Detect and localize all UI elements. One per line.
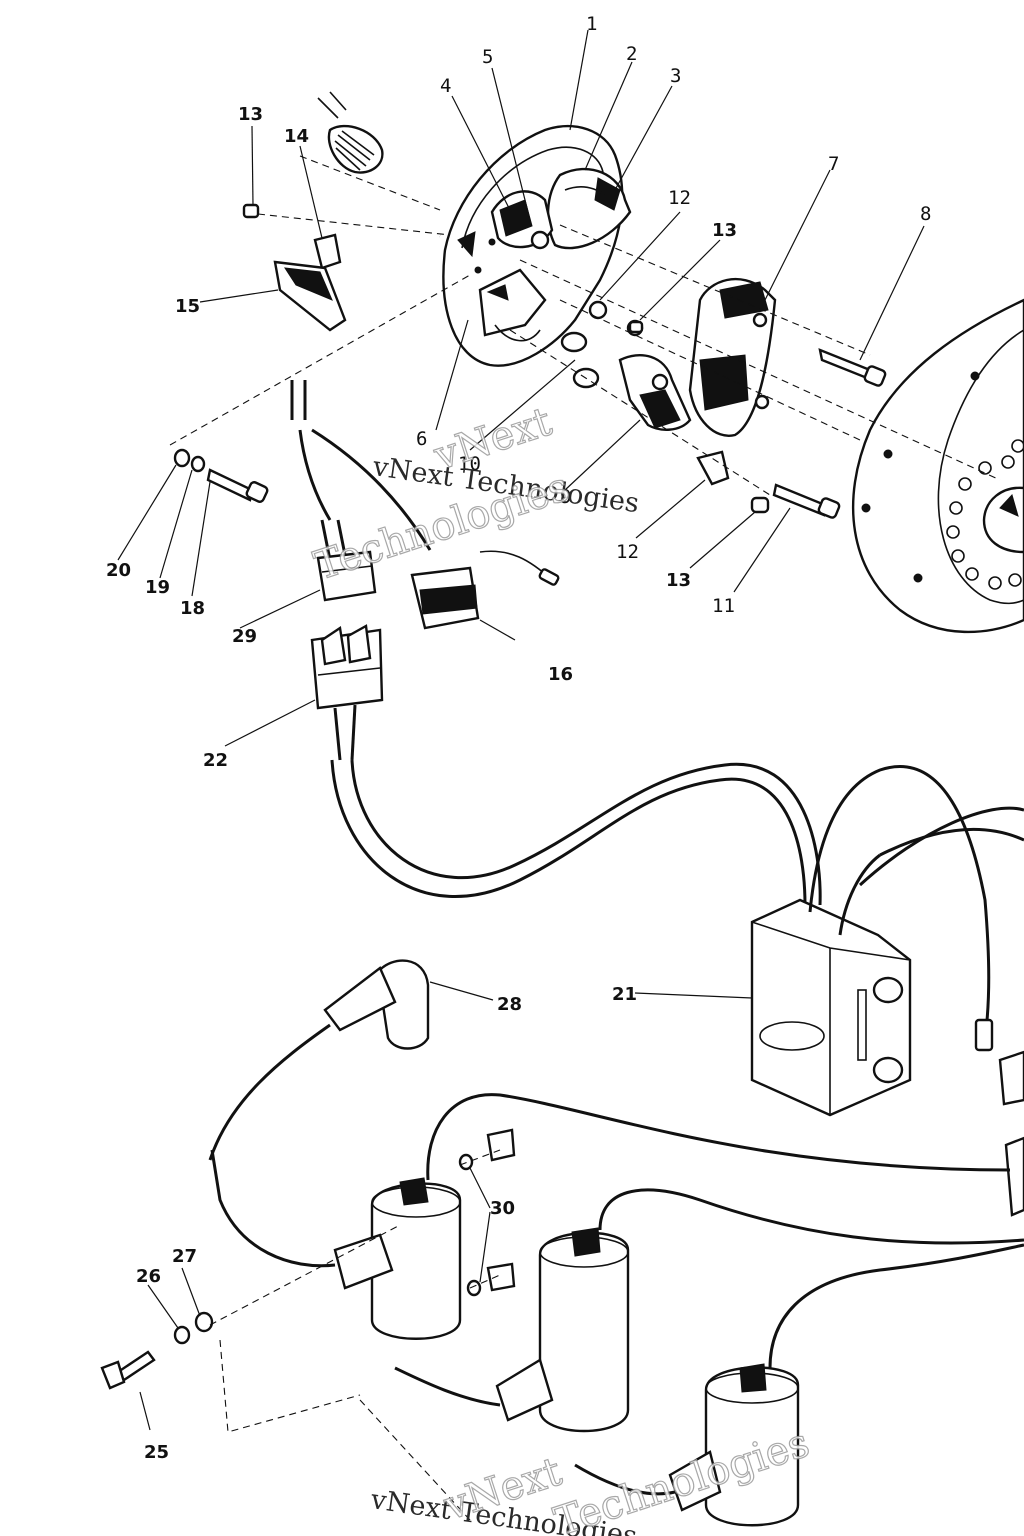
callout-9: 9 [560,486,571,508]
callout-8: 8 [920,203,931,225]
callout-22: 22 [203,750,228,771]
main-cable [330,704,822,906]
callout-labels: 1 2 3 4 5 6 7 8 9 10 11 12 12 13 13 13 1… [106,13,931,1463]
callout-6: 6 [416,428,427,450]
screw-11 [772,483,841,519]
assembly-lines [169,155,1001,1521]
callout-15: 15 [175,296,200,317]
callout-4: 4 [440,75,451,97]
callout-16: 16 [548,664,573,685]
right-connectors [998,1050,1024,1217]
wire-clip [696,450,730,486]
callout-27: 27 [172,1246,197,1267]
callout-10: 10 [458,453,481,475]
source-coil [688,277,777,437]
callout-13-left: 13 [238,104,263,125]
lighting-coil [546,167,632,250]
callout-21: 21 [612,984,637,1005]
callout-29: 29 [232,626,257,647]
callout-11: 11 [712,595,735,617]
callout-13-right: 13 [666,570,691,591]
callout-28: 28 [497,994,522,1015]
ignition-coil-1 [210,1093,1011,1340]
callout-12-bottom: 12 [616,541,639,563]
small-screws [242,203,770,514]
charge-coil [490,190,554,250]
screw-8 [818,348,887,387]
flywheel [852,298,1024,634]
callout-5: 5 [482,46,493,68]
leader-lines [117,29,925,1431]
connector-16 [410,550,560,630]
callout-19: 19 [145,577,170,598]
threaded-boss [317,91,384,174]
callout-14: 14 [284,126,309,147]
connector-22 [310,624,384,710]
washers-30 [458,1128,516,1297]
screw-18 [173,448,269,503]
callout-2: 2 [626,43,637,65]
callout-20: 20 [106,560,131,581]
spark-plug-cap [208,959,430,1161]
callout-1: 1 [586,13,597,35]
callout-12-top: 12 [668,187,691,209]
cdi-unit [750,765,1024,1117]
cable-clamp [313,233,342,270]
callout-26: 26 [136,1266,161,1287]
trigger-coil [618,353,692,431]
callout-7: 7 [828,153,839,175]
callout-13-mid: 13 [712,220,737,241]
ignition-coil-2 [394,1188,1024,1433]
exciter-bracket [478,268,547,342]
callout-18: 18 [180,598,205,619]
connector-29 [316,550,377,602]
callout-3: 3 [670,65,681,87]
grommet [273,260,347,332]
mount-bolt-25 [100,1311,214,1390]
ignition-coil-3 [574,1243,1024,1527]
callout-30: 30 [490,1198,515,1219]
callout-25: 25 [144,1442,169,1463]
